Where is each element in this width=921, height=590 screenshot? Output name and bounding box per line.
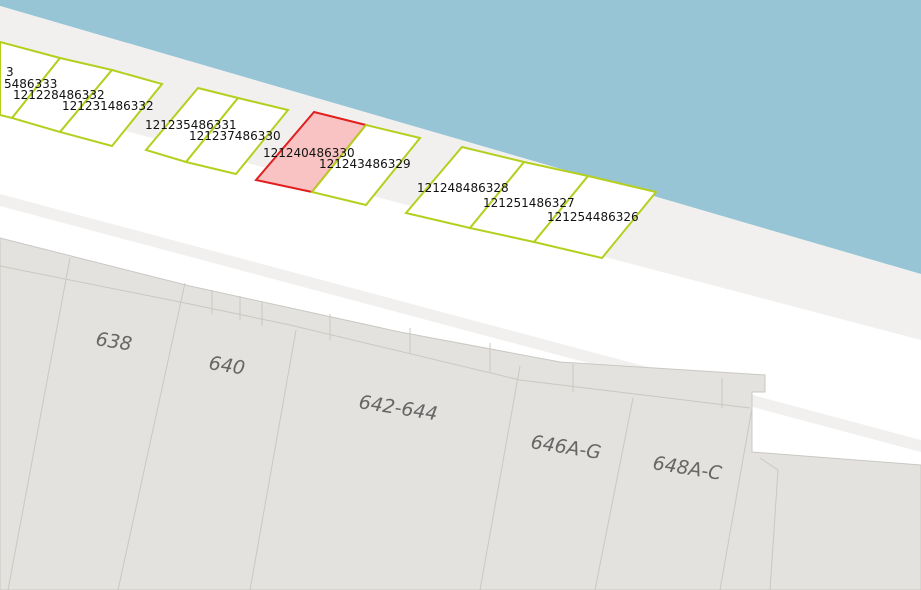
- parcel-label-121237486330: 121237486330: [189, 129, 281, 143]
- parcel-121237486330[interactable]: [184, 96, 290, 176]
- parcel-label-121228486332: 121228486332: [13, 88, 105, 102]
- parcel-layer: [0, 40, 658, 260]
- water-area: [0, 0, 921, 274]
- partial-parcel-label-1: 3: [6, 65, 14, 79]
- parcel-label-121240486330: 121240486330: [263, 146, 355, 160]
- parcel-label-121254486326: 121254486326: [547, 210, 639, 224]
- parcel-label-121231486332: 121231486332: [62, 99, 154, 113]
- partial-parcel-label-2: 5486333: [4, 77, 57, 91]
- parcel-label-121243486329: 121243486329: [319, 157, 411, 171]
- parcel-label-121235486331: 121235486331: [145, 118, 237, 132]
- building-block: [0, 237, 921, 590]
- parcel-121254486326[interactable]: [532, 174, 658, 260]
- parcel-label-121248486328: 121248486328: [417, 181, 509, 195]
- parcel-label-121251486327: 121251486327: [483, 196, 575, 210]
- building-divisions: [0, 257, 779, 590]
- parcel-edge-121231[interactable]: [58, 68, 164, 148]
- parcel-121243486329[interactable]: [310, 123, 422, 207]
- parcel-label-layer: 3 5486333 121228486332 121231486332 1212…: [4, 65, 639, 224]
